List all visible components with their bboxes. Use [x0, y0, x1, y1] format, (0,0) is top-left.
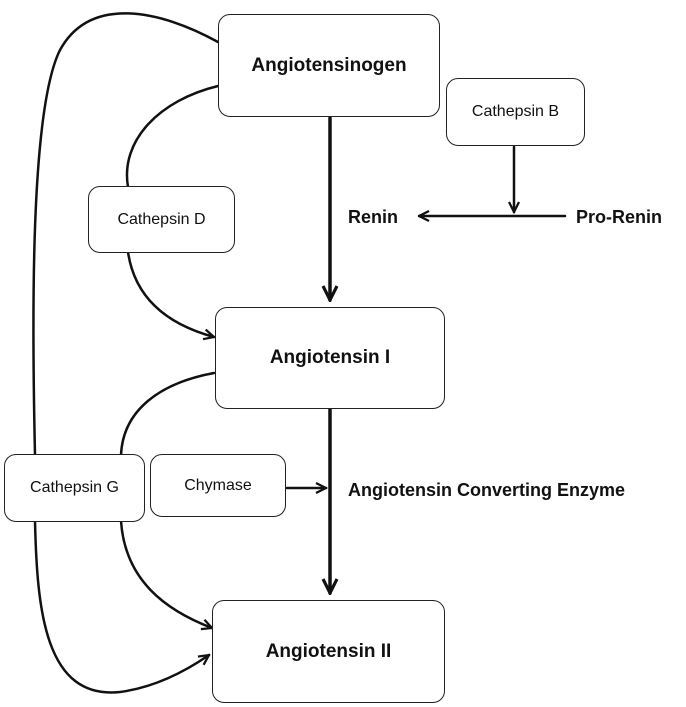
- label-angiotensin-converting-enzyme: Angiotensin Converting Enzyme: [348, 480, 626, 500]
- arrow-outer-loop-angiotensinogen-to-angiotensin-2: [32, 12, 218, 694]
- node-cathepsin-d: Cathepsin D: [88, 186, 235, 253]
- node-angiotensinogen: Angiotensinogen: [218, 14, 440, 117]
- arrow-cathepsin-g-to-angiotensin-2: [119, 519, 212, 628]
- node-cathepsin-b: Cathepsin B: [446, 78, 585, 146]
- node-angiotensin-2: Angiotensin II: [212, 600, 445, 703]
- label-pro-renin: Pro-Renin: [576, 207, 663, 227]
- node-cathepsin-g: Cathepsin G: [4, 454, 145, 522]
- arrow-cathepsin-d-to-angiotensin-1: [126, 250, 214, 337]
- curve-angiotensinogen-to-cathepsin-d: [125, 84, 220, 189]
- curve-angiotensin-1-to-cathepsin-g: [119, 371, 216, 457]
- label-renin: Renin: [348, 207, 399, 227]
- node-angiotensin-1: Angiotensin I: [215, 307, 445, 409]
- node-chymase: Chymase: [150, 454, 286, 517]
